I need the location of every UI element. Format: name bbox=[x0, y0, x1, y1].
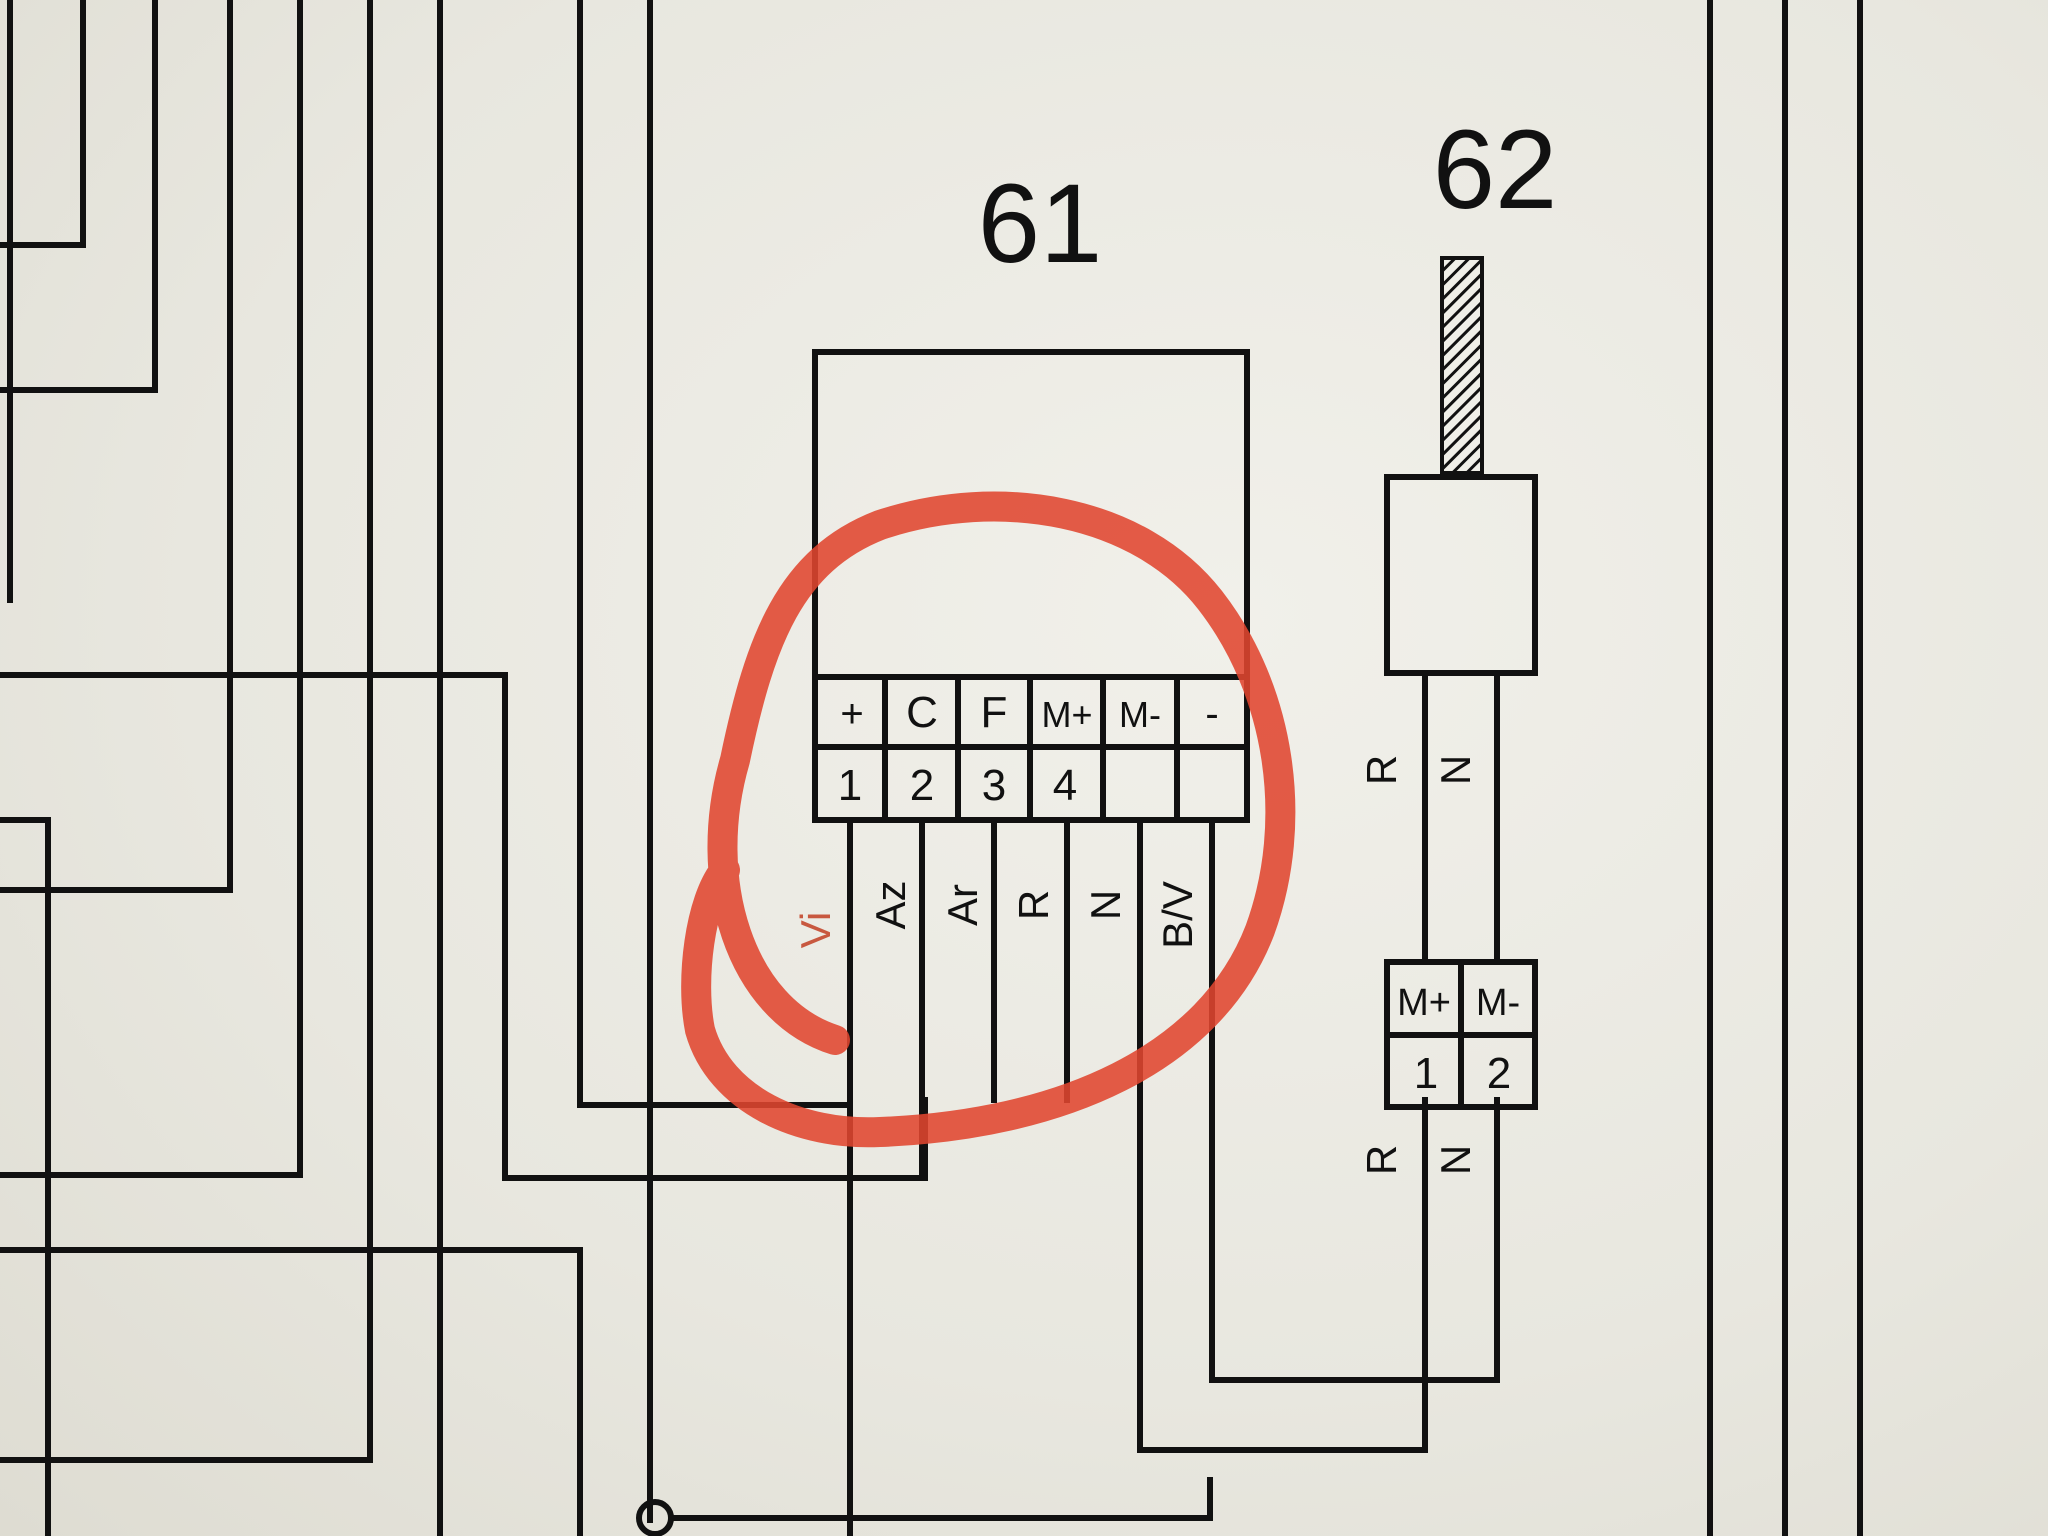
left-wire-bundle bbox=[0, 0, 928, 1536]
junction-node bbox=[636, 1477, 1213, 1536]
component-62-body bbox=[1384, 474, 1538, 676]
component-62: 62 R N M+ M- 1 2 R N bbox=[1358, 107, 1557, 1175]
terminal-label-5: M- bbox=[1119, 694, 1161, 735]
lower-wire-color-n: N bbox=[1432, 1145, 1479, 1175]
wire-color-bv: B/V bbox=[1154, 881, 1201, 949]
terminal-label-4: M+ bbox=[1041, 694, 1092, 735]
terminal-label-6: - bbox=[1205, 692, 1218, 736]
connector-label-2: M- bbox=[1476, 982, 1520, 1024]
connector-number-2: 2 bbox=[1487, 1049, 1511, 1098]
lower-wire-color-r: R bbox=[1358, 1145, 1405, 1175]
wire-color-vi: Vi bbox=[792, 912, 839, 949]
wire-color-az: Az bbox=[867, 880, 914, 929]
terminal-label-3: F bbox=[981, 688, 1008, 737]
connector-number-1: 1 bbox=[1414, 1049, 1438, 1098]
right-wire-bundle bbox=[1707, 0, 1863, 1536]
wire-color-ar: Ar bbox=[939, 884, 986, 926]
component-61: 61 + C F M+ M- - 1 2 3 4 bbox=[812, 161, 1250, 823]
connector-label-1: M+ bbox=[1397, 982, 1451, 1024]
terminal-label-2: C bbox=[906, 688, 938, 737]
component-62-number: 62 bbox=[1433, 107, 1558, 232]
upper-wire-color-r: R bbox=[1358, 755, 1405, 785]
wire-color-r: R bbox=[1010, 890, 1057, 920]
upper-wire-color-n: N bbox=[1432, 755, 1479, 785]
wire-color-n: N bbox=[1082, 890, 1129, 920]
component-62-sensor-rod bbox=[1440, 256, 1484, 475]
terminal-number-3: 3 bbox=[982, 761, 1006, 810]
terminal-label-1: + bbox=[840, 692, 863, 736]
terminal-number-4: 4 bbox=[1053, 761, 1077, 810]
terminal-number-2: 2 bbox=[910, 761, 934, 810]
component-61-number: 61 bbox=[978, 161, 1103, 286]
red-annotation-circle bbox=[681, 491, 1296, 1148]
terminal-number-1: 1 bbox=[838, 761, 862, 810]
